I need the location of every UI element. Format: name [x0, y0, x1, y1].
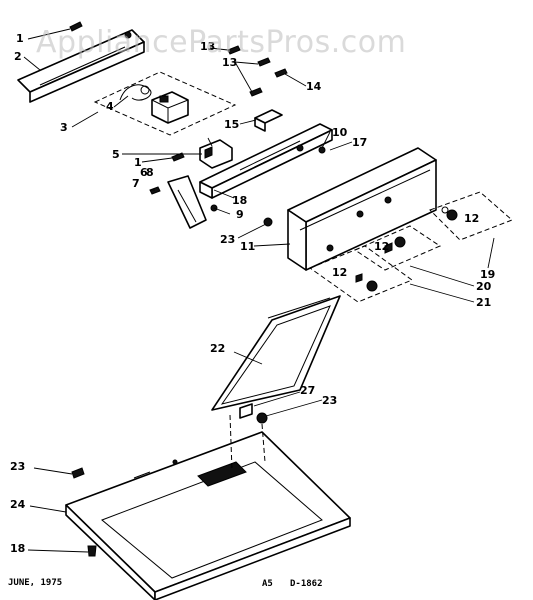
callout-1b: 1 [134, 156, 142, 169]
callout-19: 19 [480, 268, 495, 281]
callout-6: 6 [140, 166, 148, 179]
watermark-text: AppliancePartsPros.com [36, 25, 406, 60]
footer-code: A5 [262, 579, 273, 589]
callout-5: 5 [112, 148, 120, 161]
timer-group-outline [93, 71, 237, 136]
top-cover [65, 414, 351, 600]
leader-lines [23, 28, 495, 553]
footer-ref: D-1862 [290, 579, 323, 589]
callout-7: 7 [132, 177, 140, 190]
control-panel [287, 147, 437, 271]
screw-1a [69, 21, 83, 32]
callout-10: 10 [332, 126, 348, 139]
callout-23a: 23 [220, 233, 235, 246]
inner-rail [199, 123, 333, 199]
callout-9: 9 [236, 208, 244, 221]
callout-12b: 12 [374, 240, 389, 253]
footer-date: JUNE, 1975 [8, 578, 62, 588]
leg-bracket-8 [167, 175, 207, 229]
callout-22: 22 [210, 342, 225, 355]
callout-13a: 13 [200, 40, 215, 53]
bumper-23b [256, 412, 268, 424]
screws-13-14 [227, 45, 288, 97]
callout-2: 2 [14, 50, 22, 63]
callout-14: 14 [306, 80, 322, 93]
callout-18a: 18 [232, 194, 247, 207]
callout-11: 11 [240, 240, 255, 253]
callout-labels: 1 2 3 4 5 1 6 7 8 9 10 11 12 12 12 13 13… [10, 32, 495, 555]
callout-12a: 12 [464, 212, 479, 225]
lid [211, 295, 341, 411]
bracket-5 [199, 139, 233, 169]
callout-8: 8 [146, 166, 154, 179]
knob-box-20 [353, 225, 442, 271]
callout-17: 17 [352, 136, 367, 149]
callout-15: 15 [224, 118, 239, 131]
switch-15 [254, 109, 283, 132]
callout-13b: 13 [222, 56, 237, 69]
callout-21: 21 [476, 296, 491, 309]
callout-4: 4 [106, 100, 114, 113]
callout-24: 24 [10, 498, 26, 511]
callout-20: 20 [476, 280, 492, 293]
callout-23c: 23 [10, 460, 25, 473]
screw-23c [71, 467, 85, 479]
callout-18b: 18 [10, 542, 25, 555]
callout-1a: 1 [16, 32, 24, 45]
callout-23b: 23 [322, 394, 337, 407]
callout-12c: 12 [332, 266, 347, 279]
knob-box-21 [308, 245, 414, 303]
callout-3: 3 [60, 121, 68, 134]
knob-box-19 [429, 191, 513, 241]
callout-27: 27 [300, 384, 315, 397]
hinge-27 [239, 403, 253, 419]
rear-panel [17, 29, 145, 103]
foot-18b [87, 545, 97, 557]
